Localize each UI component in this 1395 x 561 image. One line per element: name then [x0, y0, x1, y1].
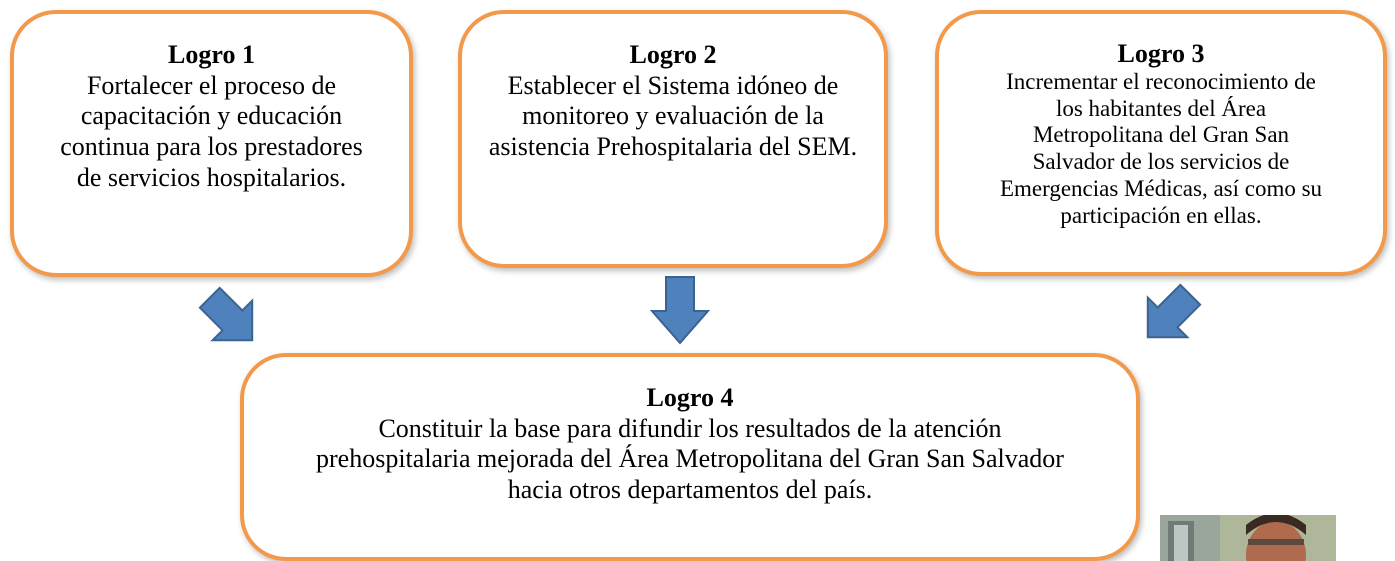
logro-1-title: Logro 1	[168, 40, 255, 69]
logro-2-title: Logro 2	[629, 40, 717, 69]
logro-1-box: Logro 1 Fortalecer el proceso de capacit…	[10, 10, 413, 277]
logro-2-box: Logro 2 Establecer el Sistema idóneo de …	[458, 10, 888, 268]
arrow-down-icon	[650, 276, 710, 345]
logro-3-text: Incrementar el reconocimiento de los hab…	[999, 68, 1323, 229]
logro-4-box: Logro 4 Constituir la base para difundir…	[240, 353, 1140, 561]
logro-4-title: Logro 4	[646, 383, 734, 412]
logro-4-text: Constituir la base para difundir los res…	[316, 413, 1064, 505]
logro-3-title: Logro 3	[1117, 39, 1205, 68]
arrow-down-right-icon	[198, 286, 254, 342]
logro-3-box: Logro 3 Incrementar el reconocimiento de…	[935, 10, 1387, 276]
person-photo	[1160, 515, 1336, 561]
logro-2-text: Establecer el Sistema idóneo de monitore…	[488, 70, 858, 162]
arrow-down-left-icon	[1146, 283, 1202, 339]
logro-1-text: Fortalecer el proceso de capacitación y …	[60, 70, 363, 192]
